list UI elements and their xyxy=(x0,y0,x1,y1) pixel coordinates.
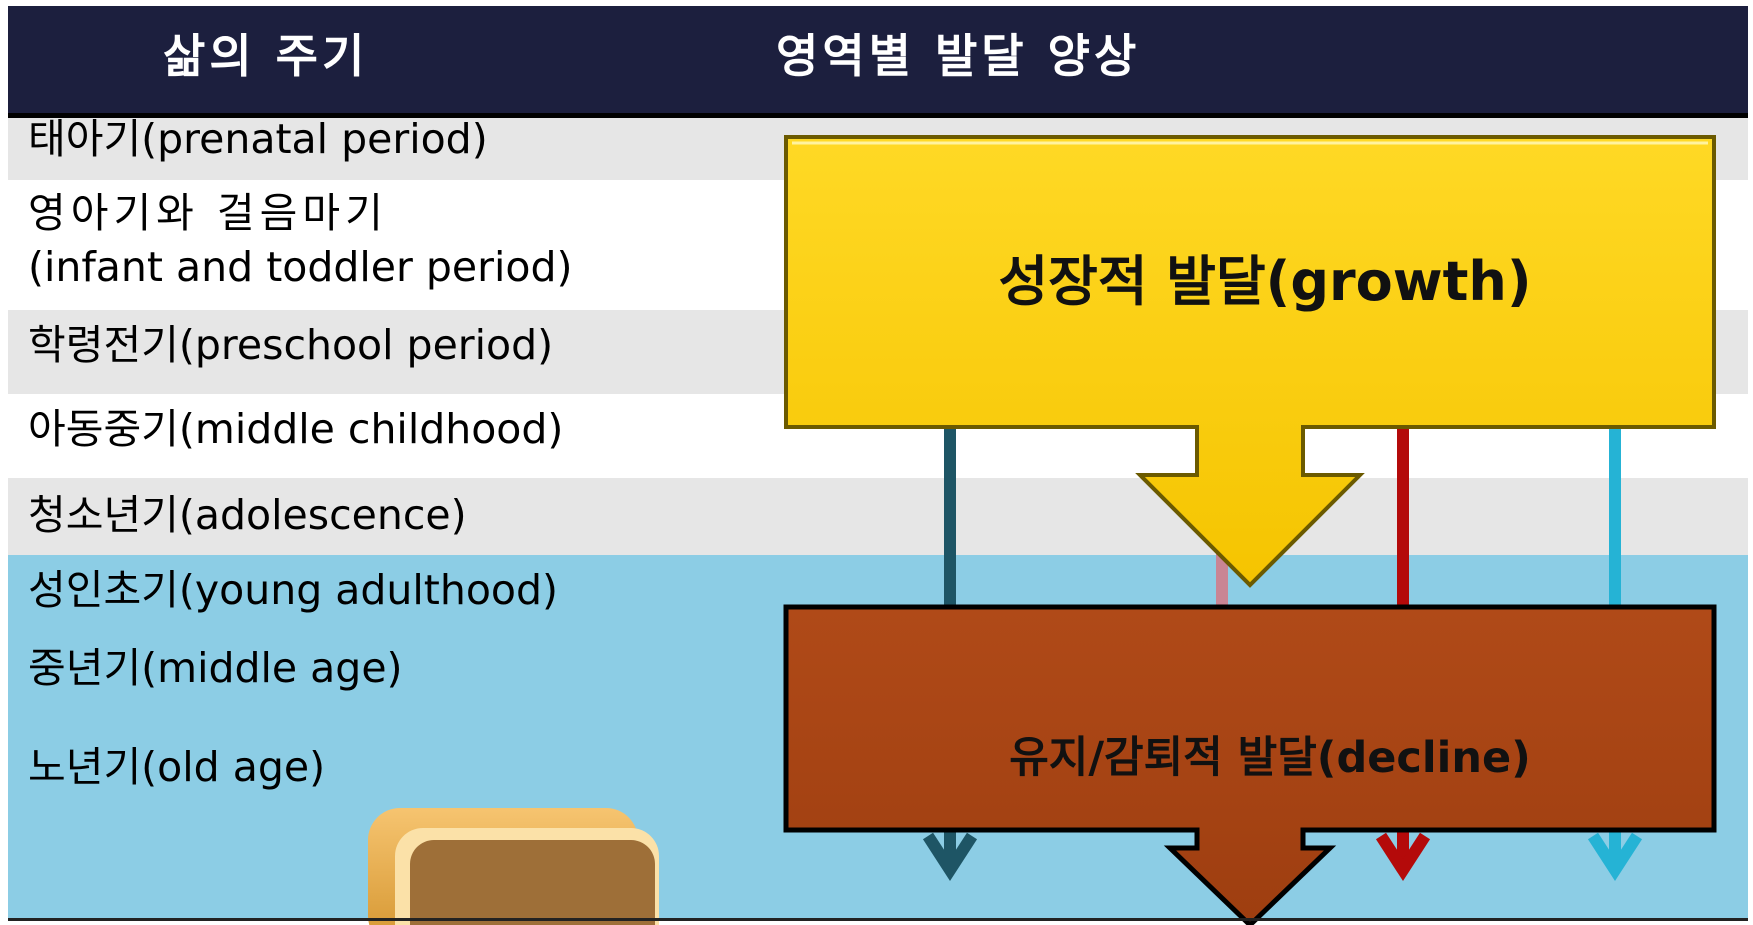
row-band-adolescence xyxy=(8,478,1748,555)
stage-label-young-adulthood: 성인초기(young adulthood) xyxy=(28,566,559,614)
decline-label: 유지/감퇴적 발달(decline) xyxy=(1009,733,1531,783)
stage-label-adolescence: 청소년기(adolescence) xyxy=(28,491,467,539)
stage-label-preschool: 학령전기(preschool period) xyxy=(28,321,554,369)
header-bar: 삶의 주기 영역별 발달 양상 xyxy=(8,6,1748,118)
stage-label-infant-toddler-english: (infant and toddler period) xyxy=(28,243,573,291)
stage-label-middle-age: 중년기(middle age) xyxy=(28,644,403,692)
decorative-tile xyxy=(368,808,659,925)
growth-box: 성장적 발달(growth) xyxy=(784,135,1716,588)
stage-label-old-age: 노년기(old age) xyxy=(28,743,326,791)
growth-label: 성장적 발달(growth) xyxy=(998,250,1531,313)
stage-label-middle-childhood: 아동중기(middle childhood) xyxy=(28,405,564,453)
stage-label-infant-toddler: 영아기와 걸음마기 xyxy=(28,189,388,237)
decline-box: 유지/감퇴적 발달(decline) xyxy=(783,604,1717,925)
life-cycle-title: 삶의 주기 xyxy=(163,29,369,83)
development-pattern-title: 영역별 발달 양상 xyxy=(776,29,1141,83)
bottom-border xyxy=(8,918,1748,921)
stage-label-prenatal: 태아기(prenatal period) xyxy=(28,115,488,163)
